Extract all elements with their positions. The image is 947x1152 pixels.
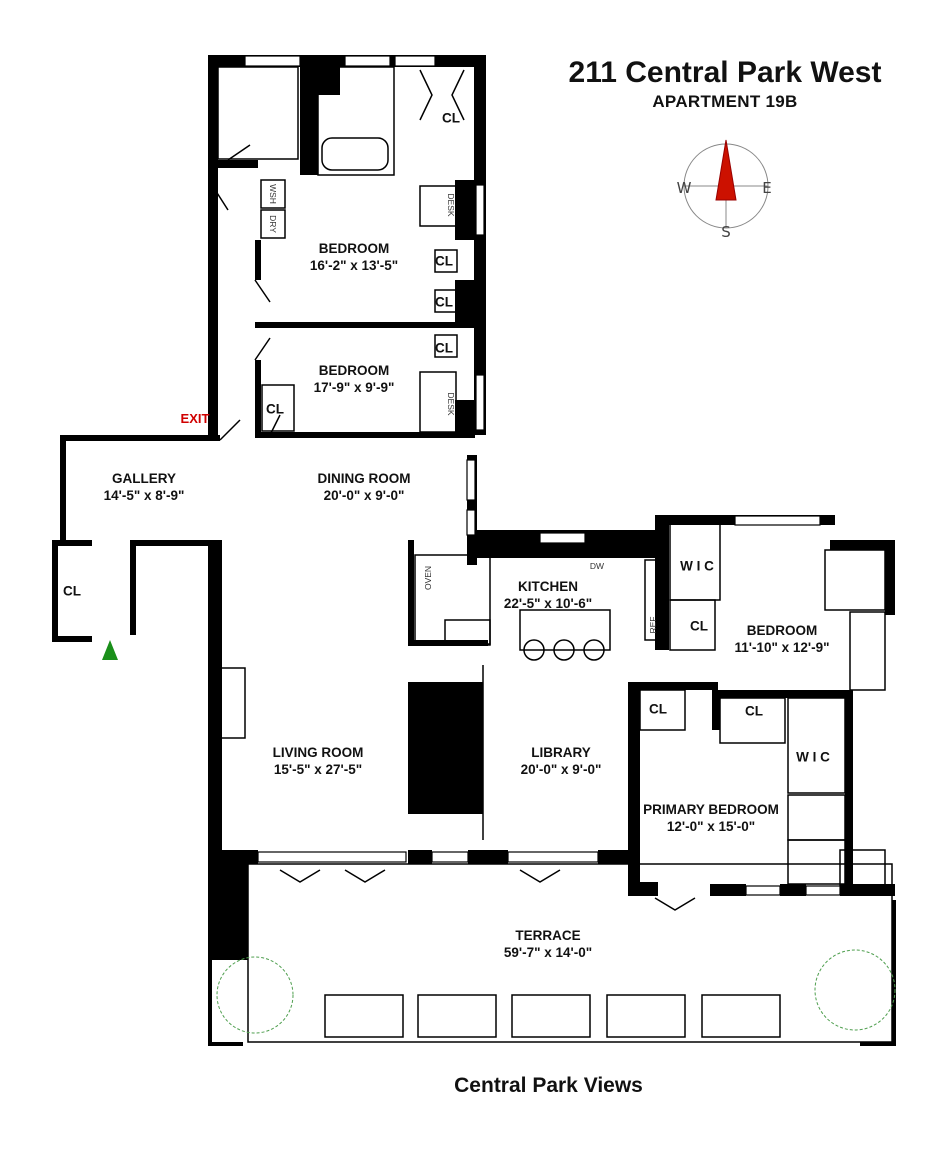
apartment-number: APARTMENT 19B	[652, 92, 798, 111]
room-name: DINING ROOM	[317, 471, 411, 486]
compass-rose-icon	[683, 139, 769, 229]
closet-label: CL	[690, 618, 708, 634]
room-library: LIBRARY 20'-0" x 9'-0"	[521, 744, 602, 778]
dryer-label: DRY	[268, 215, 278, 233]
dishwasher-label: DW	[589, 561, 605, 571]
room-living: LIVING ROOM 15'-5" x 27'-5"	[273, 744, 364, 778]
shrubs	[216, 949, 896, 1034]
refrigerator-label: REF	[648, 616, 658, 634]
closet-label: CL	[745, 703, 763, 719]
compass-south: S	[721, 223, 731, 241]
room-dims: 20'-0" x 9'-0"	[520, 762, 602, 777]
exit-label: EXIT	[180, 411, 210, 426]
room-name: BEDROOM	[746, 623, 818, 638]
room-gallery: GALLERY 14'-5" x 8'-9"	[104, 470, 185, 504]
room-name: GALLERY	[111, 471, 176, 486]
oven-label: OVEN	[423, 565, 433, 591]
room-name: BEDROOM	[318, 363, 390, 378]
interior-lines	[209, 66, 893, 1043]
room-dims: 14'-5" x 8'-9"	[103, 488, 185, 503]
walls	[52, 55, 896, 1046]
room-dims: 11'-10" x 12'-9"	[734, 640, 830, 655]
closet-label: CL	[649, 701, 667, 717]
walk-in-closet-label: W I C	[680, 558, 714, 574]
compass-west: W	[676, 179, 692, 197]
desk-label: DESK	[446, 193, 456, 217]
room-bedroom-3: BEDROOM 11'-10" x 12'-9"	[734, 622, 829, 656]
room-kitchen: KITCHEN 22'-5" x 10'-6"	[504, 578, 592, 612]
room-dims: 20'-0" x 9'-0"	[323, 488, 405, 503]
room-dims: 15'-5" x 27'-5"	[273, 762, 363, 777]
closet-label: CL	[435, 253, 453, 269]
room-name: LIBRARY	[531, 745, 591, 760]
room-dining: DINING ROOM 20'-0" x 9'-0"	[318, 470, 411, 504]
room-dims: 22'-5" x 10'-6"	[503, 596, 593, 611]
windows	[244, 55, 841, 896]
closet-label: CL	[435, 340, 453, 356]
compass-east: E	[762, 179, 772, 197]
page-title: 211 Central Park West	[568, 56, 882, 89]
room-dims: 17'-9" x 9'-9"	[313, 380, 395, 395]
room-terrace: TERRACE 59'-7" x 14'-0"	[504, 927, 592, 961]
closet-label: CL	[435, 294, 453, 310]
room-name: PRIMARY BEDROOM	[643, 802, 779, 817]
entry-arrow-icon	[102, 640, 118, 660]
room-primary-bedroom: PRIMARY BEDROOM 12'-0" x 15'-0"	[643, 801, 779, 835]
room-name: KITCHEN	[518, 579, 578, 594]
room-name: BEDROOM	[318, 241, 390, 256]
room-name: TERRACE	[515, 928, 581, 943]
footer-caption: Central Park Views	[454, 1074, 643, 1097]
room-dims: 16'-2" x 13'-5"	[309, 258, 399, 273]
washer-label: WSH	[268, 184, 278, 204]
room-dims: 59'-7" x 14'-0"	[503, 945, 593, 960]
desk-label: DESK	[446, 392, 456, 416]
closet-label: CL	[266, 401, 284, 417]
closet-label: CL	[442, 110, 460, 126]
room-bedroom-1: BEDROOM 16'-2" x 13'-5"	[310, 240, 398, 274]
closet-label: CL	[63, 583, 81, 599]
room-name: LIVING ROOM	[272, 745, 364, 760]
walk-in-closet-label: W I C	[796, 749, 830, 765]
room-dims: 12'-0" x 15'-0"	[666, 819, 756, 834]
room-bedroom-2: BEDROOM 17'-9" x 9'-9"	[314, 362, 395, 396]
